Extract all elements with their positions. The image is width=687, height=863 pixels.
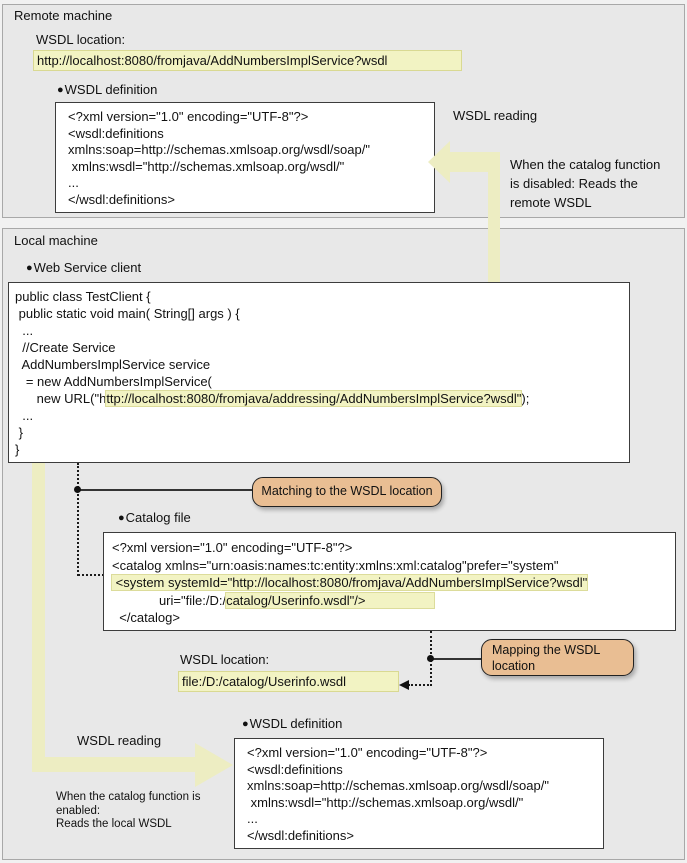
remote-wsdl-definition-label-text: WSDL definition xyxy=(64,82,158,97)
mapping-left-arrowhead-icon xyxy=(399,680,409,690)
matching-connector-horizontal-stub xyxy=(78,574,104,576)
matching-bubble-connector-line xyxy=(78,489,252,491)
local-wsdl-location-path: file:/D:/catalog/Userinfo.wsdl xyxy=(178,671,399,692)
bottom-wsdl-reading-label: WSDL reading xyxy=(77,733,162,748)
bullet-icon: ● xyxy=(242,718,249,730)
local-wsdl-location-label: WSDL location: xyxy=(180,652,270,667)
mapping-junction-dot xyxy=(427,655,434,662)
bullet-icon: ● xyxy=(26,262,33,274)
top-arrow-horizontal-band xyxy=(449,152,490,172)
bottom-arrow-vertical-band xyxy=(32,463,45,772)
top-wsdl-reading-label: WSDL reading xyxy=(453,108,538,123)
matching-junction-dot xyxy=(74,486,81,493)
catalog-file-label: ●Catalog file xyxy=(118,510,191,525)
catalog-code-box: <?xml version="1.0" encoding="UTF-8"?><c… xyxy=(103,532,676,631)
remote-wsdl-location-url: http://localhost:8080/fromjava/AddNumber… xyxy=(33,50,462,71)
remote-wsdl-location-label: WSDL location: xyxy=(36,32,126,47)
bullet-icon: ● xyxy=(118,512,125,524)
catalog-file-label-text: Catalog file xyxy=(125,510,191,525)
client-code-box: public class TestClient { public static … xyxy=(8,282,630,463)
matching-connector-vertical-line xyxy=(77,463,79,576)
mapping-connector-horizontal-stub xyxy=(408,684,432,686)
web-service-client-label-text: Web Service client xyxy=(33,260,142,275)
mapping-bubble-connector-line xyxy=(431,658,482,660)
local-wsdl-definition-label: ●WSDL definition xyxy=(242,716,342,731)
top-arrow-vertical-band-lower xyxy=(488,218,500,283)
top-arrow-left-arrowhead-icon xyxy=(428,141,450,183)
bullet-icon: ● xyxy=(57,84,64,96)
matching-bubble: Matching to the WSDL location xyxy=(252,477,442,507)
remote-wsdl-definition-label: ●WSDL definition xyxy=(57,82,157,97)
catalog-disabled-note: When the catalog function is disabled: R… xyxy=(510,157,661,210)
local-wsdl-definition-code: <?xml version="1.0" encoding="UTF-8"?><w… xyxy=(234,738,604,849)
local-wsdl-definition-label-text: WSDL definition xyxy=(249,716,343,731)
bottom-arrow-horizontal-band xyxy=(32,757,195,772)
bottom-arrow-right-arrowhead-icon xyxy=(195,743,233,787)
catalog-enabled-note: When the catalog function is enabled: Re… xyxy=(56,791,201,830)
remote-wsdl-definition-code: <?xml version="1.0" encoding="UTF-8"?><w… xyxy=(55,102,435,213)
remote-machine-title: Remote machine xyxy=(14,8,113,23)
web-service-client-label: ●Web Service client xyxy=(26,260,141,275)
mapping-bubble: Mapping the WSDL location xyxy=(481,639,634,676)
local-machine-title: Local machine xyxy=(14,233,98,248)
